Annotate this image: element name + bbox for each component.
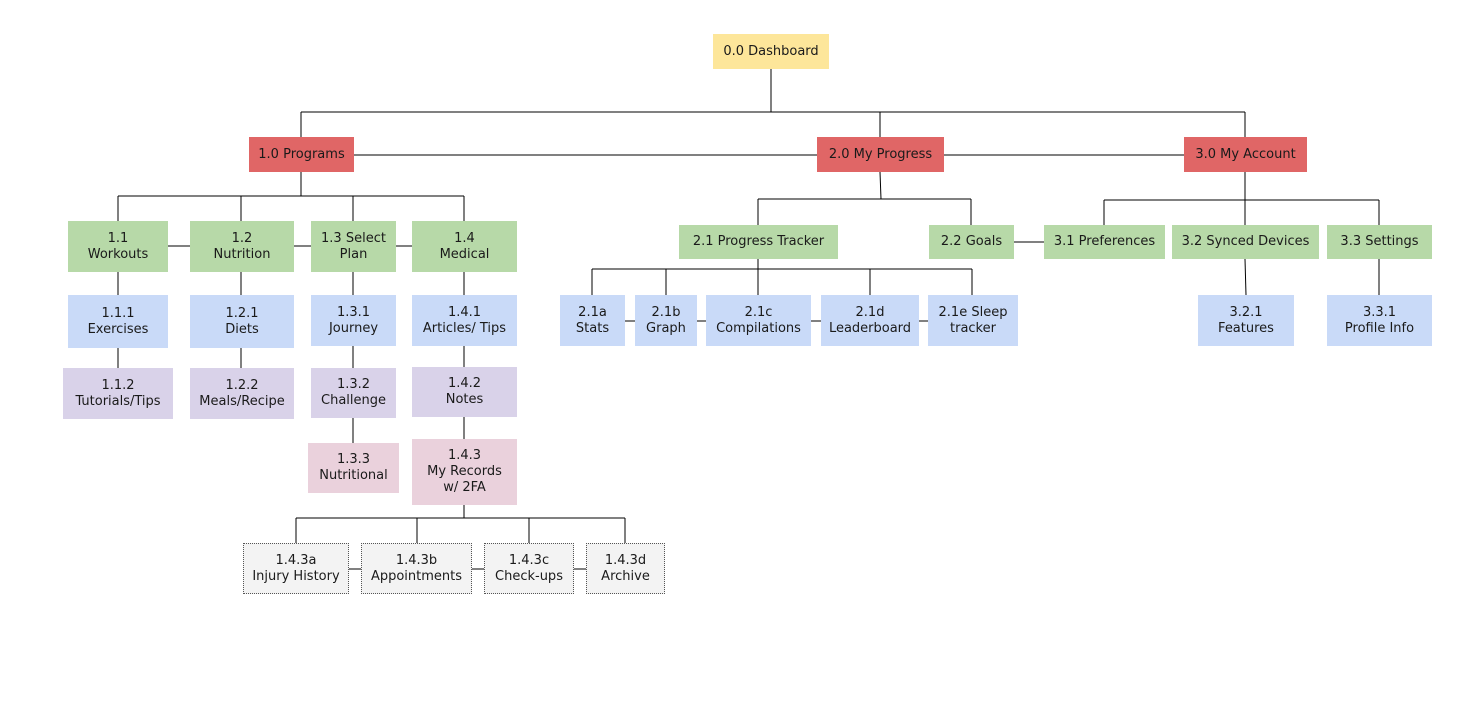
node-challenge: 1.3.2 Challenge [311,368,396,418]
node-archive: 1.4.3d Archive [586,543,665,594]
node-my-account: 3.0 My Account [1184,137,1307,172]
node-exercises: 1.1.1 Exercises [68,295,168,348]
node-features: 3.2.1 Features [1198,295,1294,346]
node-select-plan: 1.3 Select Plan [311,221,396,272]
node-preferences: 3.1 Preferences [1044,225,1165,259]
node-dashboard: 0.0 Dashboard [713,34,829,69]
node-profile-info: 3.3.1 Profile Info [1327,295,1432,346]
node-meals-recipe: 1.2.2 Meals/Recipe [190,368,294,419]
node-goals: 2.2 Goals [929,225,1014,259]
node-tutorials-tips: 1.1.2 Tutorials/Tips [63,368,173,419]
node-settings: 3.3 Settings [1327,225,1432,259]
node-sleep-tracker: 2.1e Sleep tracker [928,295,1018,346]
node-compilations: 2.1c Compilations [706,295,811,346]
node-notes: 1.4.2 Notes [412,367,517,417]
node-leaderboard: 2.1d Leaderboard [821,295,919,346]
node-medical: 1.4 Medical [412,221,517,272]
node-check-ups: 1.4.3c Check-ups [484,543,574,594]
node-diets: 1.2.1 Diets [190,295,294,348]
node-synced-devices: 3.2 Synced Devices [1172,225,1319,259]
node-journey: 1.3.1 Journey [311,295,396,346]
node-nutrition: 1.2 Nutrition [190,221,294,272]
node-appointments: 1.4.3b Appointments [361,543,472,594]
node-programs: 1.0 Programs [249,137,354,172]
node-stats: 2.1a Stats [560,295,625,346]
node-workouts: 1.1 Workouts [68,221,168,272]
node-graph: 2.1b Graph [635,295,697,346]
node-my-progress: 2.0 My Progress [817,137,944,172]
node-articles-tips: 1.4.1 Articles/ Tips [412,295,517,346]
node-progress-tracker: 2.1 Progress Tracker [679,225,838,259]
connector [879,171,882,200]
node-my-records: 1.4.3 My Records w/ 2FA [412,439,517,505]
node-injury-history: 1.4.3a Injury History [243,543,349,594]
node-nutritional: 1.3.3 Nutritional [308,443,399,493]
connector [1244,258,1247,296]
